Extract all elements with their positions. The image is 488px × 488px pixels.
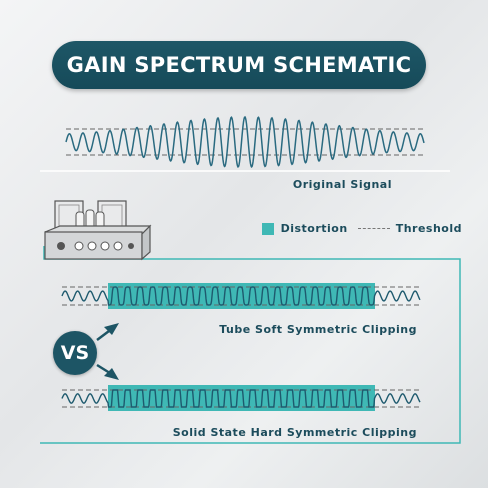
vs-badge: VS xyxy=(53,331,97,375)
original-signal-label: Original Signal xyxy=(292,178,392,191)
original-signal-wave xyxy=(65,115,425,169)
solid-state-clipping-wave xyxy=(61,385,421,411)
page-title: GAIN SPECTRUM SCHEMATIC xyxy=(52,41,426,89)
tube-clipping-wave xyxy=(61,283,421,309)
legend: Distortion Threshold xyxy=(261,222,462,235)
legend-distortion-label: Distortion xyxy=(280,222,348,235)
distortion-swatch xyxy=(261,222,274,235)
solid-clipping-label: Solid State Hard Symmetric Clipping xyxy=(172,426,417,439)
tube-clipping-label: Tube Soft Symmetric Clipping xyxy=(219,323,417,336)
section-bracket xyxy=(40,246,461,444)
vs-arrows xyxy=(96,323,119,380)
tube-amplifier-icon xyxy=(44,200,152,261)
threshold-dash xyxy=(357,228,390,229)
legend-threshold-label: Threshold xyxy=(395,222,462,235)
